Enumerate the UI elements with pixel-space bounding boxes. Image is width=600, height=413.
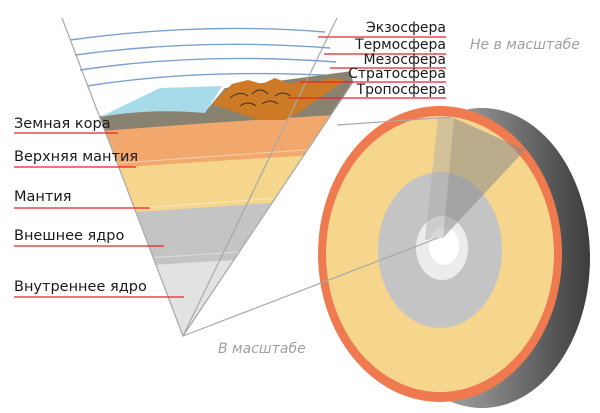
label-upper-mantle: Верхняя мантия [14,149,138,165]
note-to-scale: В масштабе [218,341,306,357]
atmosphere-labels: Экзосфера Термосфера Мезосфера Стратосфе… [288,20,446,99]
connector-lines [182,116,453,337]
label-mantle: Мантия [14,189,71,205]
note-not-to-scale: Не в масштабе [470,37,580,53]
cone-side-edge [182,81,354,337]
mountain-ridges [229,89,291,107]
sphere-wedge-side [425,118,454,240]
label-stratosphere: Стратосфера [348,66,446,82]
sphere-wedge-cut [443,118,525,238]
atmosphere-curve-3 [79,57,337,71]
atmosphere-region [69,27,343,87]
layer-upper-mantle [62,95,353,176]
label-exosphere: Экзосфера [366,20,446,36]
label-crust: Земная кора [14,116,111,132]
layer-labels: Земная кора Верхняя мантия Мантия Внешне… [14,116,184,298]
layer-ocean [100,86,222,117]
label-thermosphere: Термосфера [354,37,446,53]
atmosphere-curve-4 [86,72,343,87]
label-inner-core: Внутреннее ядро [14,279,147,295]
label-mesosphere: Мезосфера [364,52,446,68]
sphere-center-hole [429,227,459,265]
mountains [212,78,345,120]
sphere-cutaway [318,106,590,408]
label-troposphere: Тропосфера [356,82,446,98]
atmosphere-curve-2 [74,43,331,56]
label-outer-core: Внешнее ядро [14,228,125,244]
atmosphere-curve-1 [69,27,326,41]
